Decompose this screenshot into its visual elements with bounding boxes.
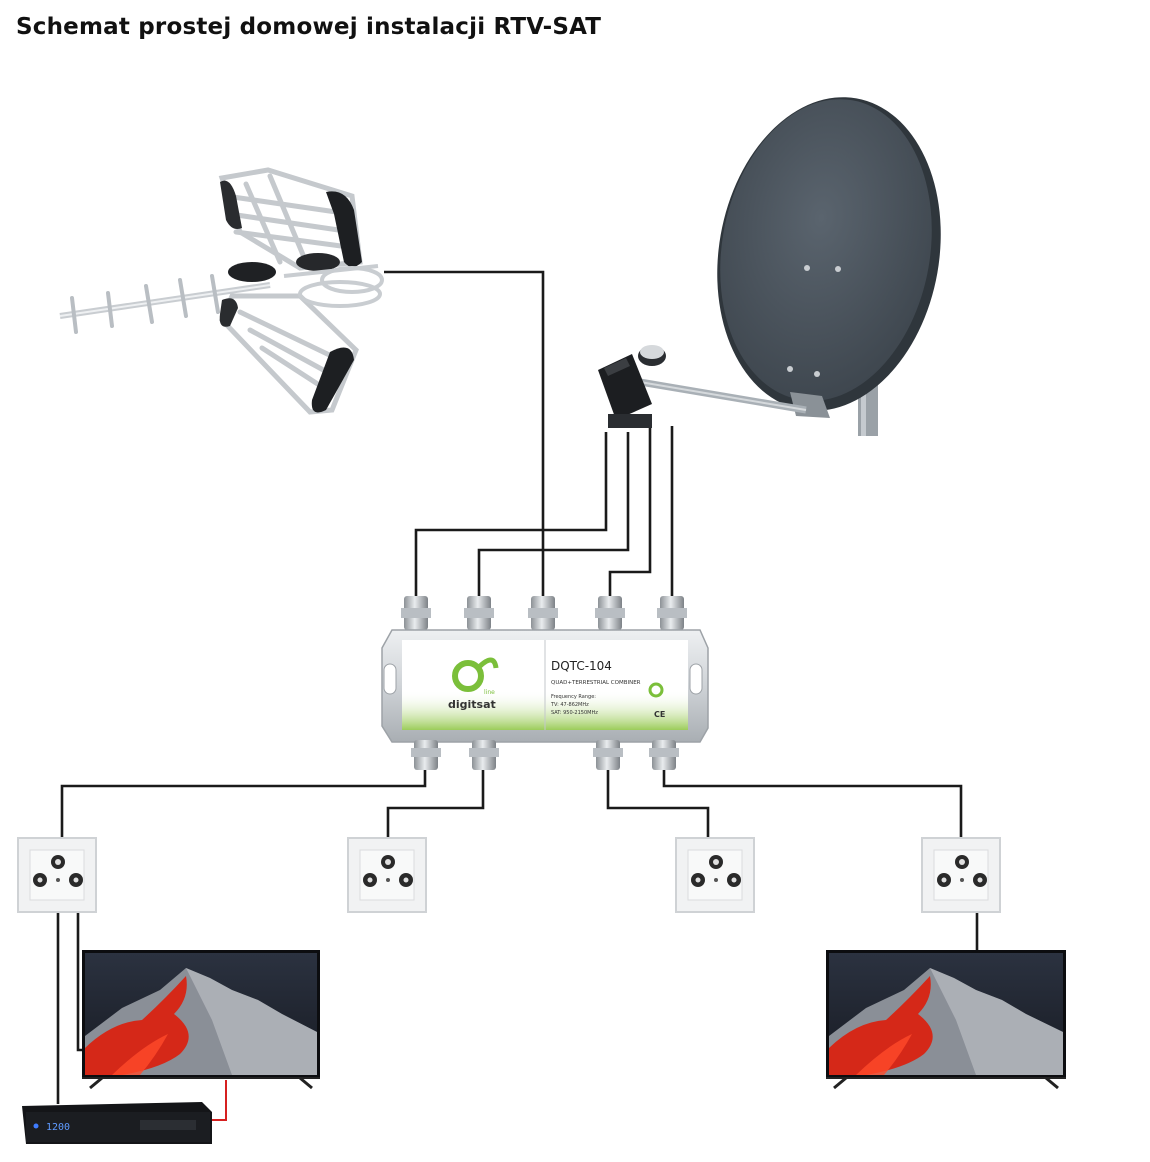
combiner-marks: CE [654, 710, 665, 719]
cable-lnb-1 [414, 432, 608, 600]
tv-right [826, 950, 1066, 1090]
tv-left [82, 950, 320, 1090]
combiner-freq-tv: TV: 47-862MHz [550, 702, 589, 708]
combiner-model: DQTC-104 [551, 659, 612, 673]
combiner-subtitle: QUAD+TERRESTRIAL COMBINER [551, 680, 641, 686]
lnb [598, 345, 666, 428]
terrestrial-antenna [59, 167, 384, 415]
cable-out-4 [662, 770, 963, 852]
wall-socket-1 [17, 837, 97, 913]
cable-lnb-2 [477, 432, 630, 600]
hdmi-cable [206, 1080, 227, 1121]
combiner-outputs [411, 740, 679, 770]
receiver-display: 1200 [46, 1122, 70, 1133]
wall-socket-2 [347, 837, 427, 913]
satellite-dish [639, 97, 941, 436]
cable-lnb-3 [608, 428, 652, 600]
combiner-freq-title: Frequency Range: [551, 694, 596, 700]
cable-out-3 [606, 770, 710, 848]
combiner-brand: digitsat [448, 698, 496, 711]
combiner-inputs [401, 596, 687, 630]
coax-cables [56, 270, 979, 1104]
cable-out-2 [386, 770, 485, 848]
combiner-brand-line: line [484, 689, 495, 696]
combiner-multiswitch: digitsat line DQTC-104 QUAD+TERRESTRIAL … [381, 596, 709, 770]
wall-socket-4 [921, 837, 1001, 913]
cable-out-1 [60, 770, 427, 852]
cable-terrestrial [384, 270, 545, 604]
diagram-title: Schemat prostej domowej instalacji RTV-S… [16, 14, 602, 40]
combiner-freq-sat: SAT: 950-2150MHz [551, 710, 598, 716]
wall-socket-3 [675, 837, 755, 913]
sat-receiver: 1200 [22, 1102, 212, 1144]
